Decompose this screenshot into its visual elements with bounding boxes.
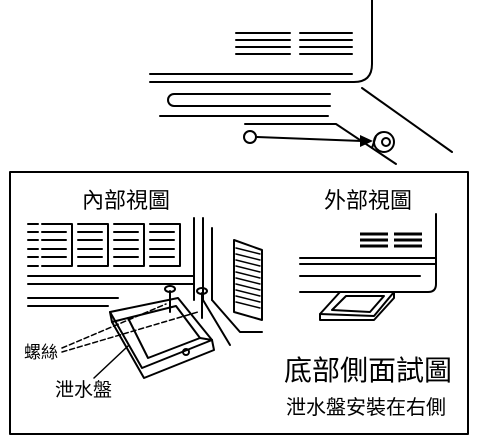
drain-pan-note-label: 泄水盤安裝在右側 <box>286 395 446 419</box>
appliance-base-edge <box>244 123 397 165</box>
drain-hole <box>243 130 257 144</box>
appliance-top-view <box>149 0 453 165</box>
inner-view-drawing <box>27 217 263 379</box>
drain-pan-label: 泄水盤 <box>55 379 112 401</box>
outer-view-drawing <box>299 213 437 321</box>
drain-pan-inner <box>109 297 215 379</box>
inner-grille <box>27 223 181 267</box>
drain-plug-icon <box>371 131 395 153</box>
appliance-bottom-edge <box>361 87 453 153</box>
appliance-corner-edge <box>149 0 373 83</box>
inner-frame <box>27 217 263 346</box>
arrow-head <box>360 135 373 147</box>
drain-pan-outer <box>319 291 395 321</box>
side-louver-panel <box>233 239 263 321</box>
outer-frame <box>299 213 437 293</box>
outer-vent-left <box>360 232 388 248</box>
outer-vent-right <box>394 232 422 248</box>
top-vent-right <box>299 32 353 55</box>
inner-view-label: 內部視圖 <box>82 189 170 214</box>
outer-view-label: 外部視圖 <box>324 189 412 214</box>
lower-panel-frame <box>9 171 469 435</box>
drain-pan-leader-line <box>93 345 129 379</box>
screw-label: 螺絲 <box>24 343 58 363</box>
arrow-shaft <box>256 136 363 142</box>
appliance-slot <box>167 93 331 107</box>
screw-icon <box>164 285 208 319</box>
top-vent-left <box>235 32 291 55</box>
screw-leader-lines <box>61 303 199 353</box>
bottom-side-view-label: 底部側面試圖 <box>284 354 452 387</box>
